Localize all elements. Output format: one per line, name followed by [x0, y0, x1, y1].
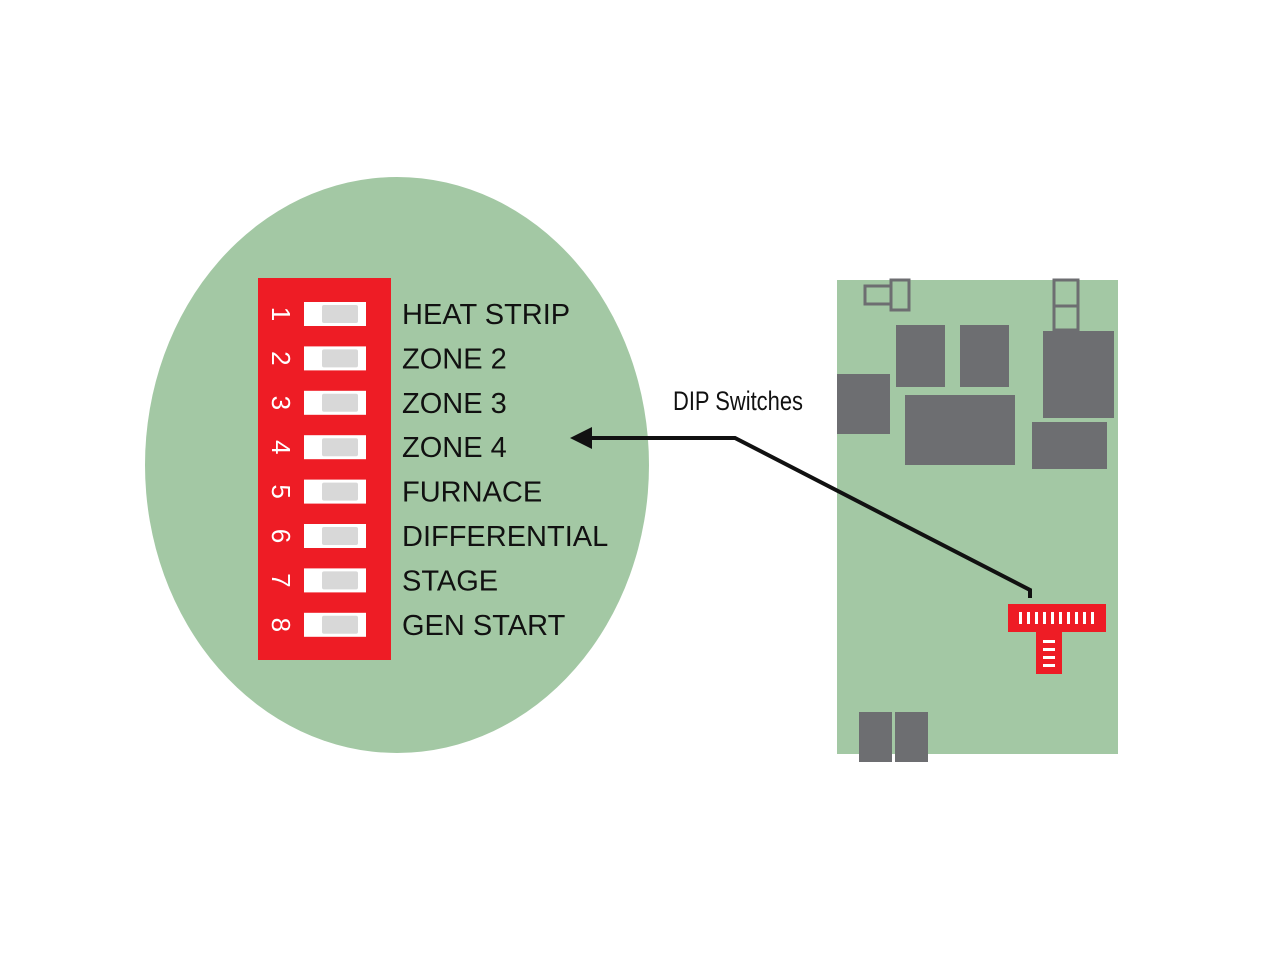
board-dip-tick: [1091, 612, 1094, 624]
board-dip-switch-horizontal: [1008, 604, 1106, 632]
switch-label-7: STAGE: [402, 565, 498, 597]
chip-2: [960, 325, 1009, 387]
board-dip-tick: [1067, 612, 1070, 624]
switch-label-1: HEAT STRIP: [402, 299, 570, 331]
zoom-detail-circle: [145, 177, 649, 753]
switch-number-5: 5: [266, 484, 296, 498]
circuit-board: [837, 278, 1118, 762]
leader-line: [590, 436, 1032, 598]
chip-4: [837, 374, 890, 434]
switch-number-3: 3: [266, 396, 296, 410]
board-dip-tick: [1059, 612, 1062, 624]
switch-lever-3: [322, 393, 358, 412]
switch-label-4: ZONE 4: [402, 432, 507, 464]
switch-number-1: 1: [266, 307, 296, 321]
switch-lever-7: [322, 571, 358, 590]
switch-lever-8: [322, 615, 358, 634]
switch-label-2: ZONE 2: [402, 343, 507, 375]
bottom-connector-1: [859, 712, 892, 762]
board-dip-tick-vertical: [1043, 664, 1055, 667]
bottom-connector-2: [895, 712, 928, 762]
switch-number-6: 6: [266, 529, 296, 543]
board-dip-ticks: [1019, 612, 1094, 624]
dip-switch-block: [258, 278, 391, 660]
board-dip-tick: [1035, 612, 1038, 624]
chip-3: [1043, 331, 1114, 418]
board-dip-tick: [1027, 612, 1030, 624]
switch-label-8: GEN START: [402, 610, 566, 642]
switch-number-8: 8: [266, 618, 296, 632]
chip-1: [896, 325, 945, 387]
connector-outline-right-bottom: [1052, 304, 1080, 332]
switch-label-3: ZONE 3: [402, 388, 507, 420]
switch-lever-4: [322, 438, 358, 457]
switch-label-5: FURNACE: [402, 477, 542, 509]
switch-lever-1: [322, 305, 358, 323]
connector-outline-left-tab: [889, 278, 911, 312]
board-dip-tick-vertical: [1043, 640, 1055, 643]
chip-6: [1032, 422, 1107, 469]
board-dip-tick: [1051, 612, 1054, 624]
board-dip-tick: [1083, 612, 1086, 624]
chip-5: [905, 395, 1015, 465]
board-dip-ticks-vertical: [1043, 640, 1055, 667]
arrow-head-icon: [570, 427, 592, 449]
switch-number-2: 2: [266, 351, 296, 365]
switch-lever-5: [322, 482, 358, 501]
board-dip-tick-vertical: [1043, 648, 1055, 651]
board-dip-tick: [1019, 612, 1022, 624]
switch-lever-6: [322, 527, 358, 545]
switch-label-6: DIFFERENTIAL: [402, 521, 608, 553]
board-dip-tick-vertical: [1043, 656, 1055, 659]
switch-rows: 1 HEAT STRIP 2 ZONE 2 3 ZONE 3 4 ZONE 4 5 FURNACE…: [266, 299, 608, 642]
board-dip-tick: [1043, 612, 1046, 624]
board-dip-tick: [1075, 612, 1078, 624]
callout-label: DIP Switches: [673, 386, 803, 416]
switch-number-4: 4: [266, 440, 296, 454]
switch-number-7: 7: [266, 573, 296, 587]
board-dip-switch-vertical: [1036, 632, 1062, 674]
switch-lever-2: [322, 349, 358, 368]
